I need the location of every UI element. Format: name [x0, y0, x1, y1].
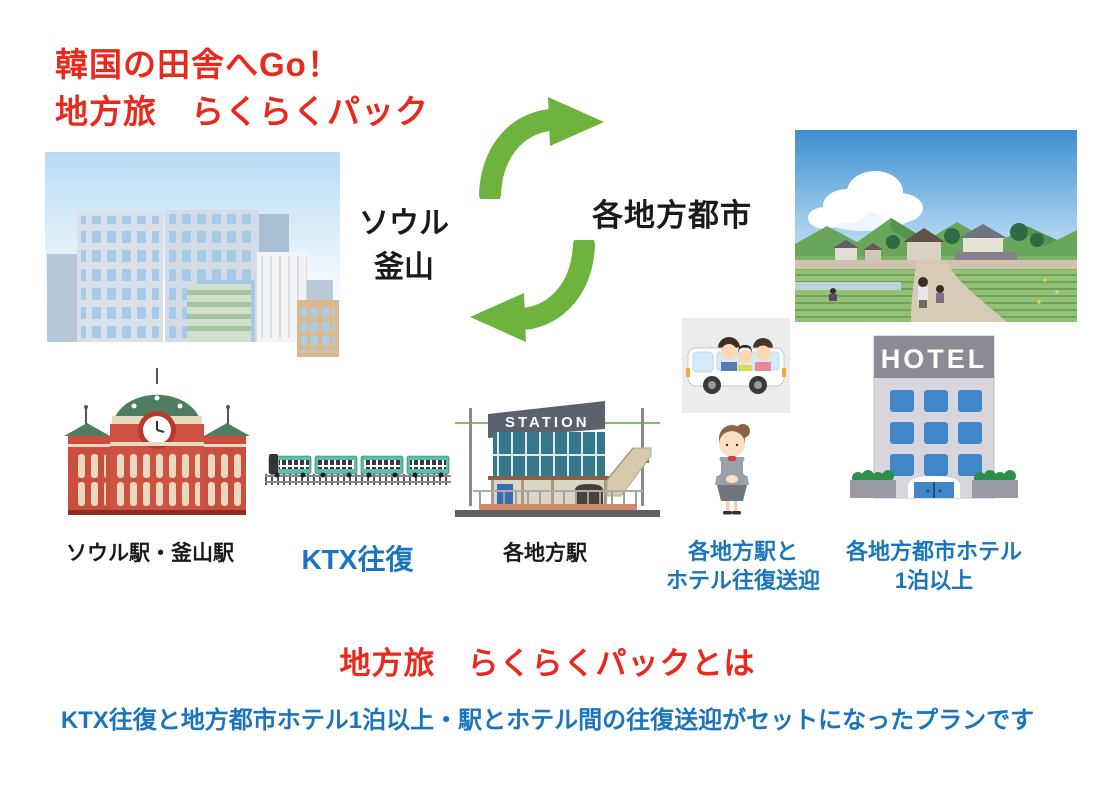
- origin-line1: ソウル: [359, 207, 449, 240]
- origin-cities-label: ソウル 釜山: [338, 202, 470, 289]
- label-regional-station: 各地方駅: [503, 542, 587, 565]
- cycle-arrow-left-icon: [468, 240, 598, 345]
- ktx-train-illustration: [263, 448, 453, 490]
- destination-label: 各地方都市: [592, 198, 752, 233]
- station-sign-text: STATION: [505, 414, 590, 431]
- seoul-busan-station-illustration: [62, 368, 252, 518]
- cycle-arrow-right-icon: [476, 94, 606, 199]
- label-seoul-busan-station: ソウル駅・釜山駅: [66, 542, 234, 565]
- label-hotel-stay: 各地方都市ホテル 1泊以上: [834, 537, 1034, 596]
- label-shuttle-line2: ホテル往復送迎: [665, 568, 820, 594]
- footer-description: KTX往復と地方都市ホテル1泊以上・駅とホテル間の往復送迎がセットになったプラン…: [60, 707, 1035, 734]
- label-hotel-line1: 各地方都市ホテル: [845, 539, 1022, 564]
- shuttle-bus-illustration: [682, 318, 790, 413]
- hotel-illustration: HOTEL: [848, 328, 1020, 513]
- hotel-sign-text: HOTEL: [881, 344, 988, 374]
- origin-line2: 釜山: [374, 250, 434, 284]
- label-shuttle-line1: 各地方駅と: [687, 539, 798, 564]
- countryside-illustration: [795, 130, 1077, 322]
- hotel-staff-illustration: [703, 423, 761, 515]
- page-title: 韓国の田舎へGo！ 地方旅 らくらくパック: [55, 42, 429, 136]
- label-ktx-roundtrip: KTX往復: [301, 544, 414, 575]
- title-line2: 地方旅 らくらくパック: [55, 92, 429, 130]
- city-illustration: [45, 152, 340, 357]
- regional-station-illustration: STATION: [455, 392, 660, 517]
- title-line1: 韓国の田舎へGo！: [55, 46, 341, 83]
- footer-heading: 地方旅 らくらくパックとは: [339, 646, 756, 681]
- label-shuttle-service: 各地方駅と ホテル往復送迎: [648, 537, 838, 596]
- label-hotel-line2: 1泊以上: [894, 568, 974, 594]
